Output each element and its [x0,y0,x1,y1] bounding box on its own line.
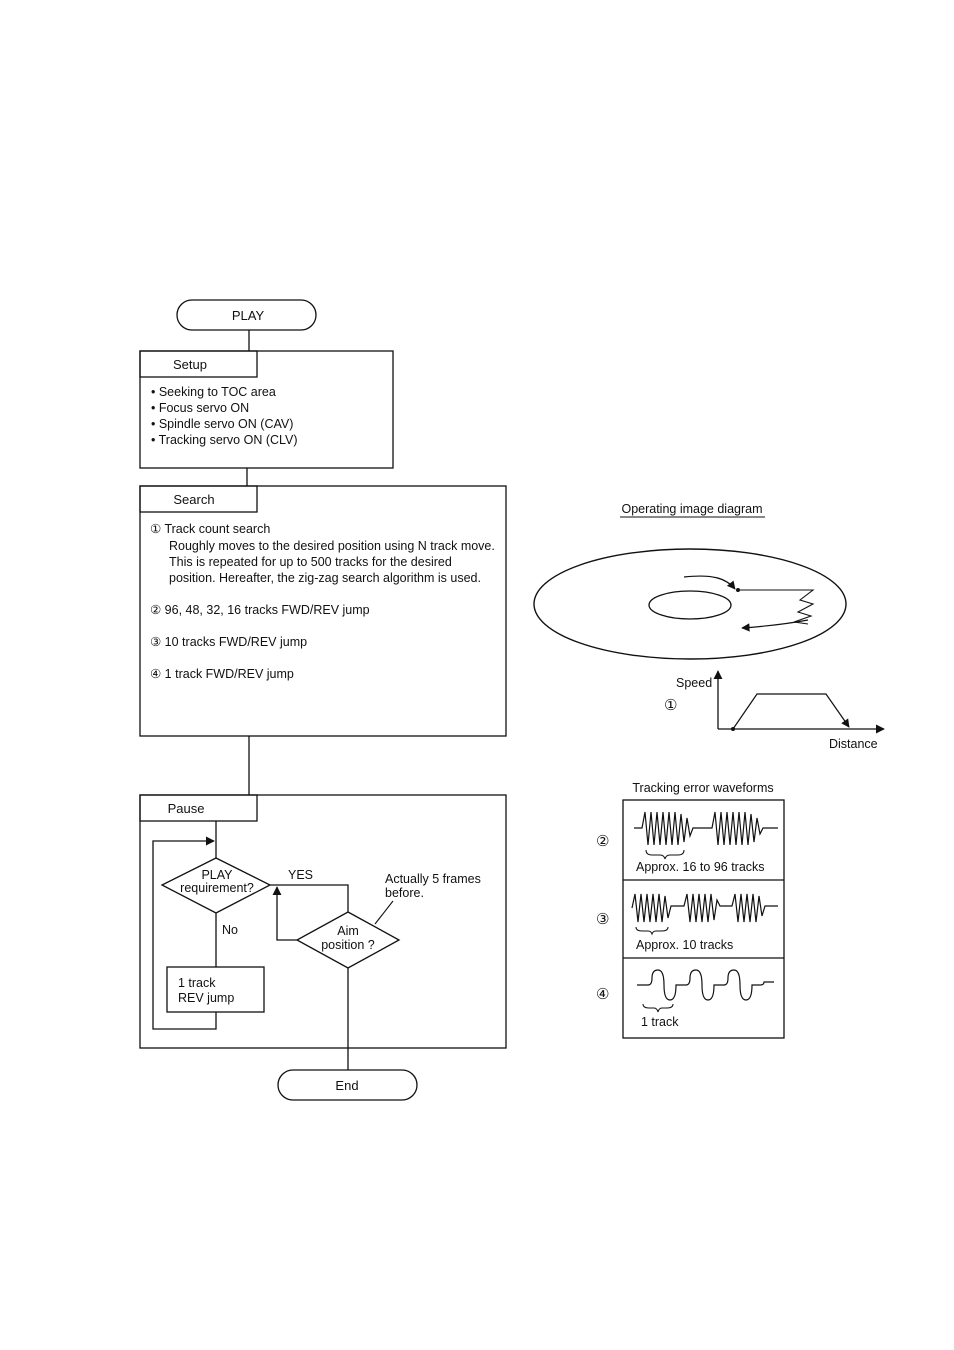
pause-title: Pause [168,801,205,816]
search-title: Search [173,492,214,507]
setup-box: Setup • Seeking to TOC area • Focus serv… [139,350,394,469]
waveform-label: 1 track [641,1015,679,1029]
end-terminator: End [277,1069,418,1101]
rev-jump-line: REV jump [178,991,234,1005]
speed-label: Speed [676,676,712,690]
search-box: Search ① Track count search Roughly move… [139,485,507,737]
end-label: End [335,1078,358,1093]
waveform-1-track [637,969,774,1001]
setup-item: • Focus servo ON [151,401,249,415]
setup-item: • Spindle servo ON (CAV) [151,417,293,431]
disc-outer [533,548,847,660]
search-step: ① Track count search [150,522,270,536]
rev-jump-line: 1 track [178,976,216,990]
waveform-marker: ④ [596,986,609,1003]
search-step: ② 96, 48, 32, 16 tracks FWD/REV jump [150,603,370,617]
search-desc: This is repeated for up to 500 tracks fo… [169,555,452,569]
decision1-line: PLAY [201,868,233,882]
setup-item: • Seeking to TOC area [151,385,276,399]
play-label: PLAY [232,308,265,323]
waveforms-title: Tracking error waveforms [632,781,773,795]
waveform-label: Approx. 10 tracks [636,938,733,952]
pause-box: Pause PLAY requirement? YES Aim position… [139,794,507,1049]
decision2-line: Aim [337,924,359,938]
no-label: No [222,923,238,937]
setup-item: • Tracking servo ON (CLV) [151,433,298,447]
rev-jump-box: 1 track REV jump [166,966,265,1013]
waveform-10-tracks [631,893,778,923]
operating-title: Operating image diagram [621,502,762,516]
aim-position-decision: Aim position ? [295,911,401,969]
play-terminator: PLAY [176,299,317,331]
note-line: Actually 5 frames [385,872,481,886]
disc-hole [648,590,732,620]
waveform-label: Approx. 16 to 96 tracks [636,860,765,874]
search-step: ③ 10 tracks FWD/REV jump [150,635,307,649]
distance-label: Distance [829,737,878,751]
operating-image-diagram: Operating image diagram Speed ① Distance [533,502,885,751]
waveform-16-96-tracks [634,811,778,846]
decision2-line: position ? [321,938,375,952]
play-requirement-decision: PLAY requirement? [160,857,272,914]
waveform-marker: ② [596,833,609,850]
search-desc: position. Hereafter, the zig-zag search … [169,571,481,585]
tracking-error-waveforms: Tracking error waveforms ② Approx. 16 to… [596,781,785,1039]
waveform-marker: ③ [596,911,609,928]
operating-marker: ① [664,697,677,714]
search-desc: Roughly moves to the desired position us… [169,539,495,553]
search-step: ④ 1 track FWD/REV jump [150,667,294,681]
note-line: before. [385,886,424,900]
yes-label: YES [288,868,313,882]
setup-title: Setup [173,357,207,372]
decision1-line: requirement? [180,881,254,895]
